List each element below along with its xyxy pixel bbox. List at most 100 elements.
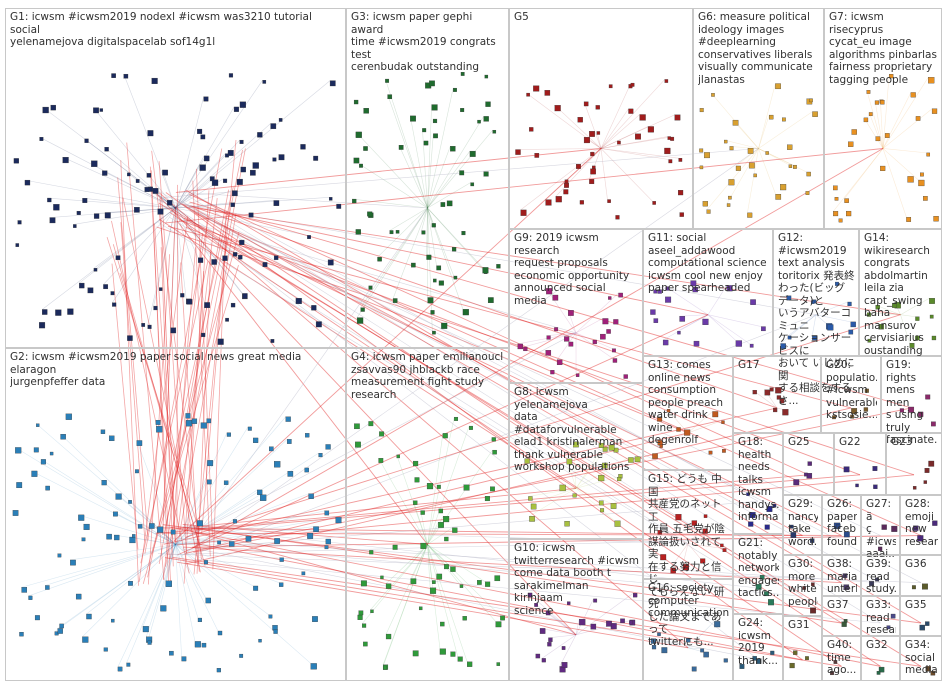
- group-box-g24[interactable]: G24: icwsm 2019 thank...: [733, 614, 783, 681]
- vertex-node: [363, 641, 368, 647]
- group-box-g13[interactable]: G13: comes online news consumption peopl…: [643, 356, 733, 470]
- vertex-node: [556, 359, 563, 366]
- vertex-node: [103, 284, 109, 290]
- intra-group-edge: [410, 544, 428, 579]
- group-box-g36[interactable]: G36: [900, 555, 942, 596]
- intra-group-edge: [427, 544, 496, 622]
- group-box-g28[interactable]: G28: emoji new resear...: [900, 495, 942, 555]
- group-box-g19[interactable]: G19: rights mens men s using truly fasci…: [881, 356, 942, 446]
- intra-group-edge: [70, 544, 176, 561]
- vertex-node: [79, 282, 85, 289]
- group-box-g32[interactable]: G32: [861, 636, 900, 681]
- intra-group-edge: [527, 592, 577, 636]
- group-box-g7[interactable]: G7: icwsm risecyprus cycat_eu image algo…: [824, 8, 942, 229]
- vertex-node: [755, 584, 762, 590]
- vertex-node: [57, 553, 62, 558]
- group-box-g1[interactable]: G1: icwsm #icwsm2019 nodexl #icwsm was32…: [5, 8, 346, 348]
- intra-group-edge: [863, 117, 884, 149]
- group-box-g29[interactable]: G29: nancy... take word...: [783, 495, 822, 555]
- group-box-g2[interactable]: G2: icwsm #icwsm2019 paper social news g…: [5, 348, 346, 681]
- vertex-node: [216, 668, 221, 673]
- group-box-g22[interactable]: G22: [834, 433, 886, 495]
- vertex-node: [239, 239, 245, 245]
- group-box-g4[interactable]: G4: icwsm paper emilianoucl zsavvas90 jh…: [346, 348, 509, 681]
- group-box-g40[interactable]: G40: time ago...: [822, 636, 861, 681]
- group-box-g21[interactable]: G21: notably network engages tactics...: [733, 534, 783, 614]
- vertex-node: [712, 411, 719, 418]
- intra-group-edge: [147, 207, 176, 326]
- vertex-node: [838, 218, 843, 223]
- group-box-g3[interactable]: G3: icwsm paper gephi award time #icwsm2…: [346, 8, 509, 348]
- vertex-node: [50, 104, 56, 111]
- vertex-node: [702, 201, 708, 207]
- vertex-node: [923, 196, 928, 201]
- mention-edge: [168, 542, 803, 597]
- vertex-node: [260, 494, 267, 501]
- intra-group-edge: [102, 170, 176, 209]
- vertex-node: [93, 268, 98, 272]
- vertex-node: [924, 468, 930, 473]
- group-box-g9[interactable]: G9: 2019 icwsm research request proposal…: [509, 229, 643, 383]
- intra-group-edge: [21, 544, 176, 588]
- intra-group-edge: [157, 207, 176, 210]
- vertex-node: [748, 162, 755, 169]
- vertex-node: [724, 139, 728, 144]
- group-box-g30[interactable]: G30: more white people: [783, 555, 822, 616]
- group-box-g33[interactable]: G33: read resear...: [861, 596, 900, 636]
- vertex-node: [790, 532, 797, 538]
- group-box-g38[interactable]: G38: maria... unterl...: [822, 555, 861, 596]
- group-box-g10[interactable]: G10: icwsm twitterresearch #icwsm come d…: [509, 539, 643, 681]
- group-box-g25[interactable]: G25: [783, 433, 834, 495]
- mention-edge: [179, 191, 428, 209]
- vertex-node: [451, 247, 457, 252]
- vertex-node: [93, 107, 99, 114]
- vertex-node: [157, 526, 164, 533]
- group-box-g17[interactable]: G17: [733, 356, 821, 433]
- vertex-node: [295, 298, 302, 305]
- group-box-g20[interactable]: G20: populatio... #icwsm vulnerable ksts…: [821, 356, 881, 433]
- group-box-g14[interactable]: G14: wikiresearch congrats abdolmartin l…: [859, 229, 942, 357]
- reply-edge: [176, 184, 178, 544]
- group-box-g26[interactable]: G26: paper faceb... found...: [822, 495, 861, 555]
- group-box-g37[interactable]: G37: [822, 596, 861, 636]
- group-box-g16[interactable]: G16: society computer communication: [643, 579, 733, 681]
- vertex-node: [495, 621, 502, 628]
- group-box-g35[interactable]: G35: [900, 596, 942, 636]
- intra-group-edge: [427, 522, 439, 545]
- intra-group-edge: [427, 116, 484, 209]
- vertex-node: [749, 512, 756, 519]
- group-box-g23[interactable]: G23: [886, 433, 942, 495]
- group-box-g8[interactable]: G8: icwsm yelenamejova data #dataforvuln…: [509, 383, 643, 539]
- group-box-g18[interactable]: G18: health needs talks icwsm handys... …: [733, 433, 783, 534]
- group-box-g11[interactable]: G11: social aseel_addawood computational…: [643, 229, 773, 356]
- vertex-node: [848, 329, 854, 335]
- vertex-node: [931, 335, 937, 341]
- vertex-node: [389, 230, 394, 235]
- vertex-node: [846, 210, 852, 217]
- vertex-node: [684, 429, 691, 436]
- group-box-g34[interactable]: G34: social media...: [900, 636, 942, 681]
- group-box-g27[interactable]: G27: ä ç #icws... aaai...: [861, 495, 900, 560]
- intra-group-edge: [575, 620, 630, 636]
- vertex-node: [923, 480, 928, 484]
- vertex-node: [660, 554, 667, 561]
- intra-group-edge: [153, 207, 176, 307]
- vertex-node: [686, 638, 691, 643]
- intra-group-edge: [82, 197, 176, 209]
- vertex-node: [410, 578, 417, 585]
- group-box-g5[interactable]: G5: [509, 8, 693, 229]
- group-box-g12[interactable]: G12: #icwsm2019 text analysis toritorix …: [773, 229, 859, 407]
- vertex-node: [614, 520, 621, 527]
- vertex-node: [15, 243, 20, 247]
- group-box-g39[interactable]: G39: read study...: [861, 555, 900, 596]
- vertex-node: [933, 216, 939, 222]
- group-box-g6[interactable]: G6: measure political ideology images #d…: [693, 8, 824, 229]
- group-box-g31[interactable]: G31: [783, 616, 822, 681]
- intra-group-edge: [175, 207, 239, 256]
- vertex-node: [583, 137, 590, 144]
- vertex-node: [477, 580, 482, 585]
- group-box-g15[interactable]: G15: どうも 中国 共産党のネット工 作員 五毛党が陰 謀論扱いされて実 在…: [643, 470, 733, 648]
- group-label-g16: G16: society computer communication: [648, 582, 729, 619]
- vertex-node: [156, 426, 163, 433]
- vertex-node: [583, 101, 589, 107]
